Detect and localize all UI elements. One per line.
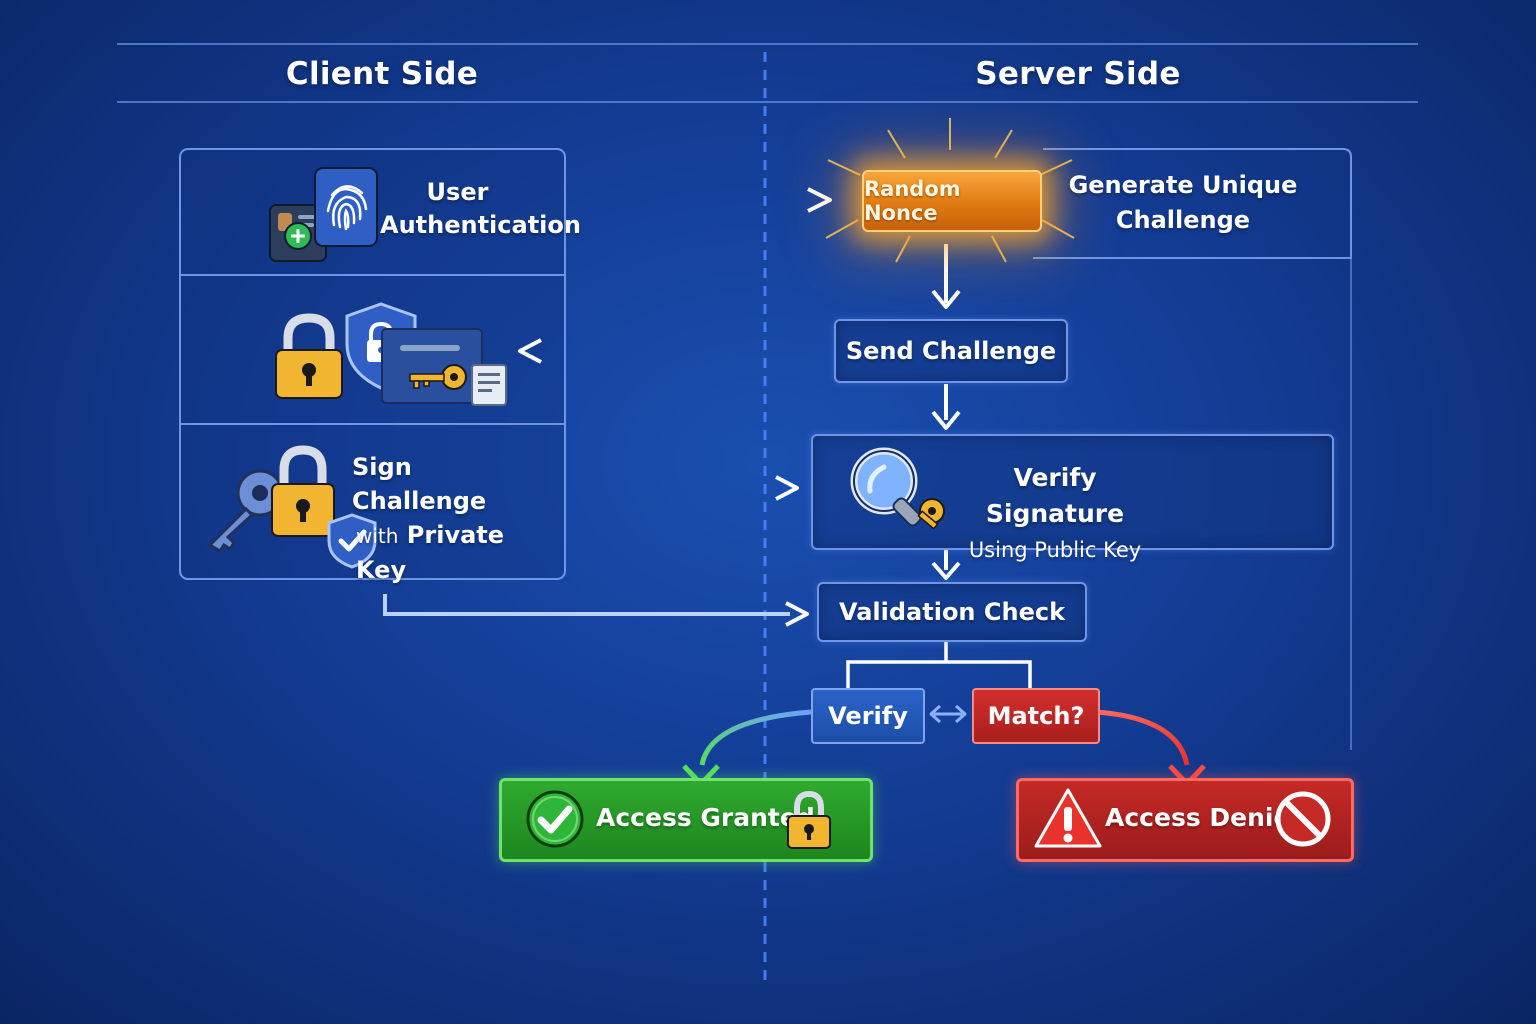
user-authentication-label: User Authentication [380, 176, 581, 242]
sign-line1: Sign Challenge [352, 453, 487, 515]
arrow-challenge-down-head [931, 410, 961, 430]
padlock-icon [271, 445, 335, 537]
access-granted-box: Access Granted [499, 778, 873, 862]
arrow-client-to-validation-head [785, 601, 809, 627]
padlock-icon [787, 790, 831, 849]
match-box: Match? [972, 688, 1100, 744]
generate-challenge-label: Generate Unique Challenge [1068, 168, 1298, 238]
arrow-client-to-validation [383, 594, 790, 616]
sign-line2-pre: with [356, 524, 399, 548]
arrow-auth-to-nonce-head [807, 187, 832, 213]
sign-line2-post: Private Key [356, 521, 505, 584]
shield-check-icon [327, 513, 377, 569]
server-side-header: Server Side [975, 56, 1181, 92]
arrow-nonce-down-head [931, 289, 961, 309]
access-denied-box: Access Denied [1016, 778, 1354, 862]
magnifier-icon [850, 447, 945, 530]
warning-icon [1034, 788, 1102, 848]
auth-line2: Authentication [380, 211, 581, 239]
verify-box: Verify [811, 688, 925, 744]
generate-line2: Challenge [1115, 206, 1251, 234]
arrow-to-granted [699, 709, 812, 766]
key-icon [409, 364, 467, 390]
client-side-header: Client Side [285, 56, 479, 92]
generate-line1: Generate Unique [1068, 171, 1298, 199]
sign-line2: with Private Key [352, 518, 542, 587]
arrow-to-denied [1095, 709, 1190, 766]
arrow-verify-down-head [931, 561, 961, 580]
send-challenge-box: Send Challenge [834, 319, 1068, 383]
access-denied-label: Access Denied [1105, 803, 1309, 832]
double-arrow-icon [929, 704, 967, 724]
access-granted-label: Access Granted [596, 803, 815, 832]
nonce-burst [825, 118, 1075, 263]
document-icon [381, 328, 507, 406]
forbidden-icon [1275, 791, 1331, 847]
arrow-sign-to-verify-head [775, 475, 799, 501]
auth-line1: User [426, 178, 489, 206]
verify-sig-line2: Using Public Key [968, 538, 1142, 562]
fingerprint-icon [314, 167, 378, 247]
verify-sig-line1: Verify Signature [985, 463, 1125, 528]
generate-panel [1033, 148, 1352, 259]
verify-signature-label: Verify Signature Using Public Key [945, 460, 1165, 568]
validation-split-bracket [846, 640, 1032, 688]
id-card-icon [269, 204, 327, 262]
arrow-challenge-to-client-head [518, 338, 542, 364]
sign-challenge-label: Sign Challenge with Private Key [352, 450, 542, 587]
validation-check-box: Validation Check [817, 582, 1087, 642]
padlock-icon [275, 313, 343, 399]
checkmark-icon [526, 790, 584, 848]
random-nonce-box: Random Nonce [862, 170, 1042, 232]
